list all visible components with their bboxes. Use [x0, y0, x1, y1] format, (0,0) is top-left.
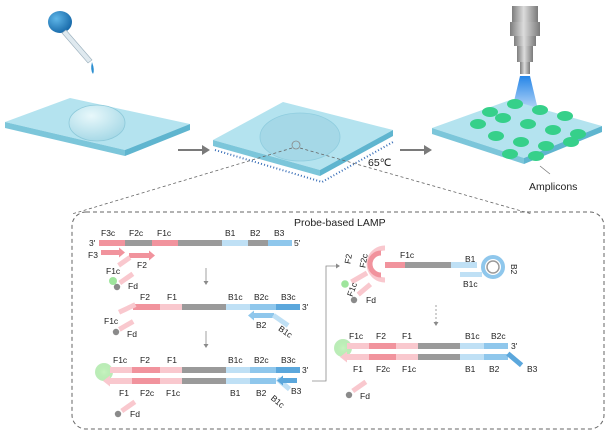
segment-label: F2c: [376, 364, 391, 374]
segment-label: B2: [509, 264, 519, 275]
segment-label: F1c: [345, 280, 359, 297]
panel-title: Probe-based LAMP: [294, 217, 386, 229]
amplicon-spot: [563, 137, 579, 147]
primer-label: B1c: [277, 323, 295, 340]
heated-slide: 65℃: [213, 102, 394, 184]
probe-label: Fd: [360, 391, 370, 401]
segment-label: F2c: [357, 252, 369, 268]
segment-label: B1c: [228, 292, 243, 302]
primer-label: F1c: [106, 266, 121, 276]
segment-label: B2c: [491, 331, 506, 341]
amplicon-spot: [570, 129, 586, 139]
segment-label: B2: [489, 364, 500, 374]
amplicon-slide: Amplicons: [432, 99, 602, 193]
probe-label: Fd: [130, 409, 140, 419]
primer-label: B1c: [269, 393, 287, 411]
end-label: 3': [302, 302, 309, 312]
segment-label: F1c: [402, 364, 417, 374]
process-arrow: [400, 145, 432, 155]
segment-label: F2: [140, 292, 150, 302]
segment-label: F1: [119, 388, 129, 398]
amplicon-spot: [513, 137, 529, 147]
segment-label: F1: [167, 355, 177, 365]
segment-label: F1c: [113, 355, 128, 365]
process-arrow: [178, 145, 210, 155]
amplicon-spot: [488, 131, 504, 141]
segment-label: B1: [230, 388, 241, 398]
segment-label: B3c: [281, 355, 296, 365]
probe-label: Fd: [127, 329, 137, 339]
primer-label: F3: [88, 250, 98, 260]
amplicon-spot: [507, 99, 523, 109]
segment-label: B1: [465, 254, 476, 264]
probe-label: Fd: [366, 295, 376, 305]
step-primer-binding: 3' 5' F3c F2c F1c B1 B2 B3 F3 F2: [88, 228, 301, 291]
end-label: 5': [294, 238, 301, 248]
segment-label: F1c: [166, 388, 181, 398]
segment-label: F1: [353, 364, 363, 374]
primer-label: B3: [291, 386, 302, 396]
probe-label: Fd: [128, 281, 138, 291]
segment-label: B1: [465, 364, 476, 374]
segment-label: B3: [274, 228, 285, 238]
segment-label: B2: [256, 388, 267, 398]
segment-label: B1c: [228, 355, 243, 365]
segment-label: F3c: [101, 228, 116, 238]
segment-label: B1c: [465, 331, 480, 341]
end-label: 3': [302, 365, 309, 375]
primer-label: B2: [256, 320, 267, 330]
step-amplification-product: F1c F2 F1 B1c B2c 3' F1 F2c F1c B1 B2: [334, 331, 538, 401]
probe-lamp-panel: Probe-based LAMP 3' 5' F3c F2c F1c B1 B2…: [71, 211, 605, 430]
amplicon-spot: [528, 151, 544, 161]
amplicon-spot: [520, 119, 536, 129]
segment-label: F2: [342, 253, 354, 265]
amplicon-spot: [538, 141, 554, 151]
segment-label: F1: [167, 292, 177, 302]
segment-label: F1c: [400, 250, 415, 260]
segment-label: B1c: [463, 279, 478, 289]
segment-label: B2c: [254, 292, 269, 302]
segment-label: F2c: [140, 388, 155, 398]
segment-label: F2c: [129, 228, 144, 238]
amplicons-label: Amplicons: [529, 181, 577, 193]
dropper-icon: [48, 11, 94, 74]
segment-label: F1c: [349, 331, 364, 341]
primer-label: F2: [137, 260, 147, 270]
end-label: 3': [89, 238, 96, 248]
amplicon-spot: [495, 113, 511, 123]
glass-slide: [5, 98, 190, 156]
amplicon-spot: [532, 105, 548, 115]
segment-label: F1: [402, 331, 412, 341]
segment-label: F2: [140, 355, 150, 365]
amplicon-spot: [502, 149, 518, 159]
segment-label: F2: [376, 331, 386, 341]
segment-label: B2: [250, 228, 261, 238]
step-arrow: [433, 305, 439, 326]
segment-label: B3: [527, 364, 538, 374]
step-double-strand: F1c F2 F1 B1c B2c B3c 3' F1 F2c F1c B1: [95, 355, 309, 419]
segment-label: B3c: [281, 292, 296, 302]
step-arrow: [203, 268, 209, 285]
primer-label: F1c: [104, 316, 119, 326]
end-label: 3': [511, 341, 518, 351]
amplicon-spot: [470, 119, 486, 129]
amplicon-spot: [557, 111, 573, 121]
step-arrow: [203, 331, 209, 348]
amplicon-spot: [482, 107, 498, 117]
amplicon-spot: [545, 125, 561, 135]
segment-label: F1c: [157, 228, 172, 238]
temperature-label: 65℃: [368, 157, 392, 169]
step-dumbbell-structure: F2 F2c F1c B1 B2 B1c F1c Fd: [341, 245, 519, 305]
step-connector: [312, 263, 340, 382]
zoom-guide: [71, 147, 533, 215]
segment-label: B2c: [254, 355, 269, 365]
segment-label: B1: [225, 228, 236, 238]
